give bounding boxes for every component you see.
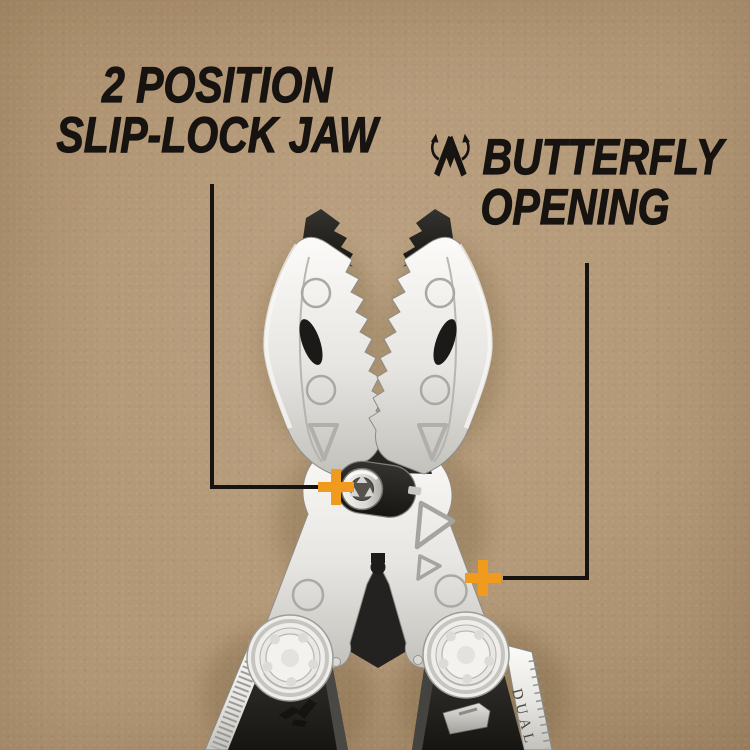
- left-jaw: [264, 209, 387, 474]
- brand-logo-emboss: [278, 698, 317, 728]
- callout-slip-lock-jaw: 2 POSITION SLIP-LOCK JAW: [53, 57, 381, 163]
- callout-left-line1: 2 POSITION: [101, 57, 333, 113]
- feature-marker-butterfly: [465, 560, 501, 596]
- left-handle-scale-bevel: [323, 664, 348, 750]
- arm-triangle-small: [416, 554, 442, 581]
- callout-butterfly-opening: BUTTERFLY OPENING: [431, 131, 724, 235]
- arm-hole-left: [291, 578, 325, 612]
- callout-left-line2: SLIP-LOCK JAW: [56, 107, 378, 163]
- callout-line-right-horizontal: [503, 576, 589, 580]
- arm-triangle-large: [414, 500, 456, 550]
- keyhole-hole: [370, 559, 386, 575]
- utility-blade-slot: [458, 707, 478, 716]
- left-pivot-disc: [245, 613, 335, 703]
- callout-line-left-vertical: [210, 184, 214, 489]
- callout-right-line1: BUTTERFLY: [482, 129, 724, 185]
- utility-blade: [442, 702, 491, 735]
- spring-nub-right: [413, 655, 423, 665]
- right-handle-ruler-strip: [504, 644, 553, 750]
- callout-line-left-horizontal: [210, 485, 318, 489]
- callout-right-line2: OPENING: [480, 179, 670, 235]
- right-pivot-disc: [421, 610, 511, 700]
- arm-hole-right: [434, 574, 468, 608]
- butterfly-opening-icon: [431, 133, 471, 177]
- feature-marker-slip-lock: [318, 469, 354, 505]
- callout-line-right-vertical: [585, 263, 589, 580]
